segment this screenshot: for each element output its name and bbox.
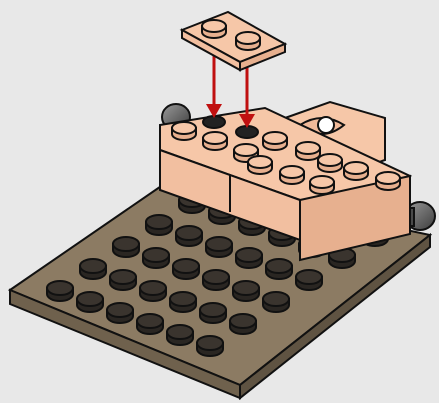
stud (328, 247, 356, 269)
stud (262, 131, 288, 151)
brick-studs (171, 115, 401, 195)
plate-studs (201, 19, 261, 51)
stud (247, 155, 273, 175)
stud (196, 335, 224, 357)
stud (262, 291, 290, 313)
stud (317, 153, 343, 173)
stud (309, 175, 335, 195)
stud (229, 313, 257, 335)
stud (199, 302, 227, 324)
stud (232, 280, 260, 302)
stud (109, 269, 137, 291)
down-arrow-icon (239, 62, 255, 128)
stud (375, 171, 401, 191)
plate-1x2 (179, 10, 288, 72)
stud (205, 236, 233, 258)
stud (279, 165, 305, 185)
arrows (206, 50, 255, 128)
stud (235, 247, 263, 269)
stud (201, 19, 227, 39)
stud (76, 291, 104, 313)
stud (145, 214, 173, 236)
stud (265, 258, 293, 280)
stud (106, 302, 134, 324)
stud (171, 121, 197, 141)
stud (175, 225, 203, 247)
stud (142, 247, 170, 269)
stud (202, 131, 228, 151)
stud (112, 236, 140, 258)
stud (139, 280, 167, 302)
down-arrow-icon (206, 50, 222, 118)
stud (172, 258, 200, 280)
stud (202, 269, 230, 291)
stud (295, 141, 321, 161)
stud (136, 313, 164, 335)
stud (79, 258, 107, 280)
stud (343, 161, 369, 181)
stud (295, 269, 323, 291)
stud (169, 291, 197, 313)
stud (235, 31, 261, 51)
stud (166, 324, 194, 346)
stud (46, 280, 74, 302)
